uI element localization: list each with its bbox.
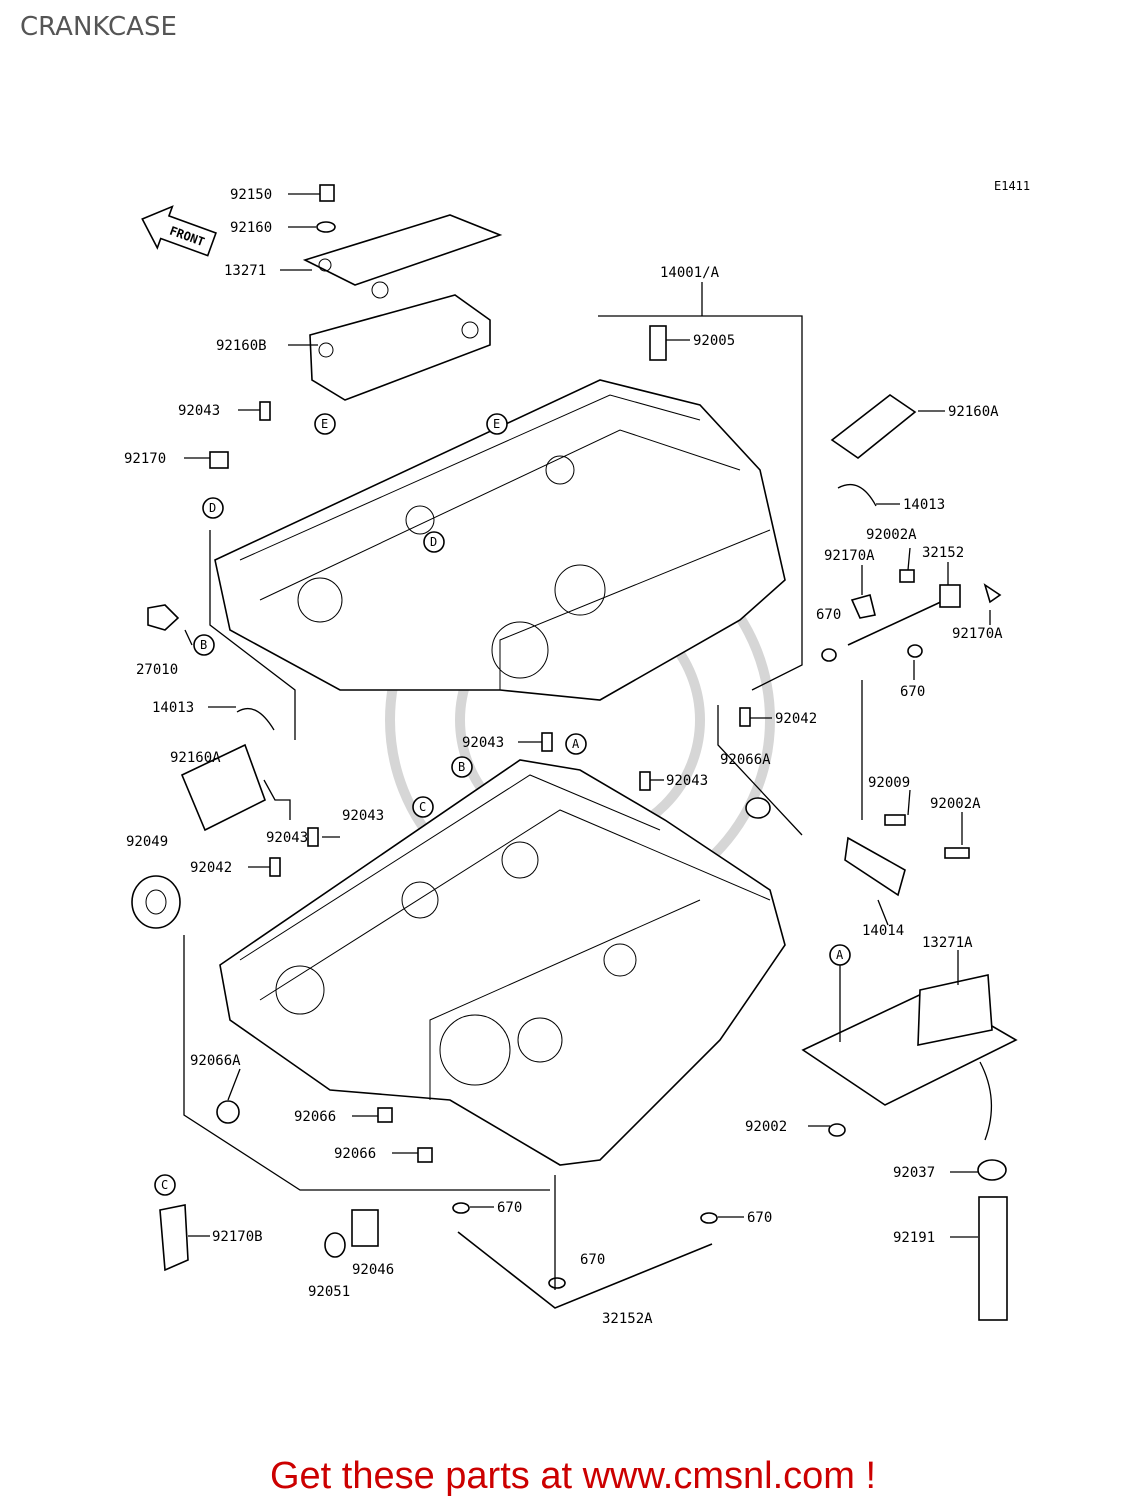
ref-marker-c: C	[154, 1174, 176, 1196]
part-label: 670	[497, 1200, 522, 1216]
svg-text:D: D	[209, 501, 216, 515]
part-label: 92002	[745, 1119, 787, 1135]
crankcase-diagram: FRONT E1411	[124, 179, 1030, 1327]
lower-crankcase	[219, 759, 786, 1166]
part-label: 92049	[126, 834, 168, 850]
page-title: CRANKCASE	[20, 12, 177, 42]
part-label: 92160A	[170, 750, 221, 766]
svg-text:B: B	[458, 760, 465, 774]
part-label: 92170	[124, 451, 166, 467]
promo-link[interactable]: Get these parts at www.cmsnl.com !	[269, 1455, 877, 1497]
part-label: 670	[747, 1210, 772, 1226]
part-label: 92066	[334, 1146, 376, 1162]
svg-text:C: C	[419, 800, 426, 814]
part-label: 92037	[893, 1165, 935, 1181]
part-label: 92002A	[866, 527, 917, 543]
breather-cover	[302, 214, 503, 401]
svg-text:D: D	[430, 535, 437, 549]
svg-text:E: E	[493, 417, 500, 431]
part-label: 92160B	[216, 338, 267, 354]
part-label: 92051	[308, 1284, 350, 1300]
part-label: 32152A	[602, 1311, 653, 1327]
ref-marker-d: D	[423, 531, 445, 553]
ref-marker-c: C	[412, 796, 434, 818]
part-label: 14001/A	[660, 265, 720, 281]
part-label: 92043	[666, 773, 708, 789]
svg-text:E: E	[321, 417, 328, 431]
svg-text:C: C	[161, 1178, 168, 1192]
part-label: 92043	[462, 735, 504, 751]
part-label: 92191	[893, 1230, 935, 1246]
part-label: 92043	[266, 830, 308, 846]
part-label: 92046	[352, 1262, 394, 1278]
part-label: 92160A	[948, 404, 999, 420]
part-label: 92160	[230, 220, 272, 236]
svg-text:B: B	[200, 638, 207, 652]
part-label: 92009	[868, 775, 910, 791]
part-label: 670	[900, 684, 925, 700]
part-label: 92066A	[720, 752, 771, 768]
ref-marker-e: E	[314, 413, 336, 435]
part-label: 13271	[224, 263, 266, 279]
part-label: 14014	[862, 923, 904, 939]
part-label: 92150	[230, 187, 272, 203]
part-label: 14013	[903, 497, 945, 513]
ref-marker-b: B	[193, 634, 215, 656]
upper-crankcase	[214, 379, 786, 701]
ref-markers: A A B B C C D D E E	[154, 413, 851, 1196]
part-label: 92005	[693, 333, 735, 349]
part-label: 92043	[178, 403, 220, 419]
ref-marker-a: A	[829, 944, 851, 966]
part-label: 92170A	[952, 626, 1003, 642]
front-arrow-icon: FRONT	[141, 205, 217, 257]
part-label: 92170A	[824, 548, 875, 564]
figure-code: E1411	[994, 179, 1030, 193]
part-label: 92002A	[930, 796, 981, 812]
part-label: 14013	[152, 700, 194, 716]
part-label: 92042	[190, 860, 232, 876]
part-label: 92042	[775, 711, 817, 727]
part-label: 92066	[294, 1109, 336, 1125]
ref-marker-e: E	[486, 413, 508, 435]
leader-lines	[183, 193, 991, 1290]
part-label: 32152	[922, 545, 964, 561]
part-labels: 92150 92160 13271 92160B 92043 92170 270…	[124, 187, 1003, 1327]
part-label: 27010	[136, 662, 178, 678]
ref-marker-d: D	[202, 497, 224, 519]
part-label: 670	[816, 607, 841, 623]
part-label: 92170B	[212, 1229, 263, 1245]
part-label: 13271A	[922, 935, 973, 951]
part-label: 92066A	[190, 1053, 241, 1069]
svg-text:A: A	[836, 948, 844, 962]
part-label: 670	[580, 1252, 605, 1268]
ref-marker-a: A	[565, 733, 587, 755]
ref-marker-b: B	[451, 756, 473, 778]
part-label: 92043	[342, 808, 384, 824]
svg-text:A: A	[572, 737, 580, 751]
small-parts	[131, 184, 1018, 1321]
